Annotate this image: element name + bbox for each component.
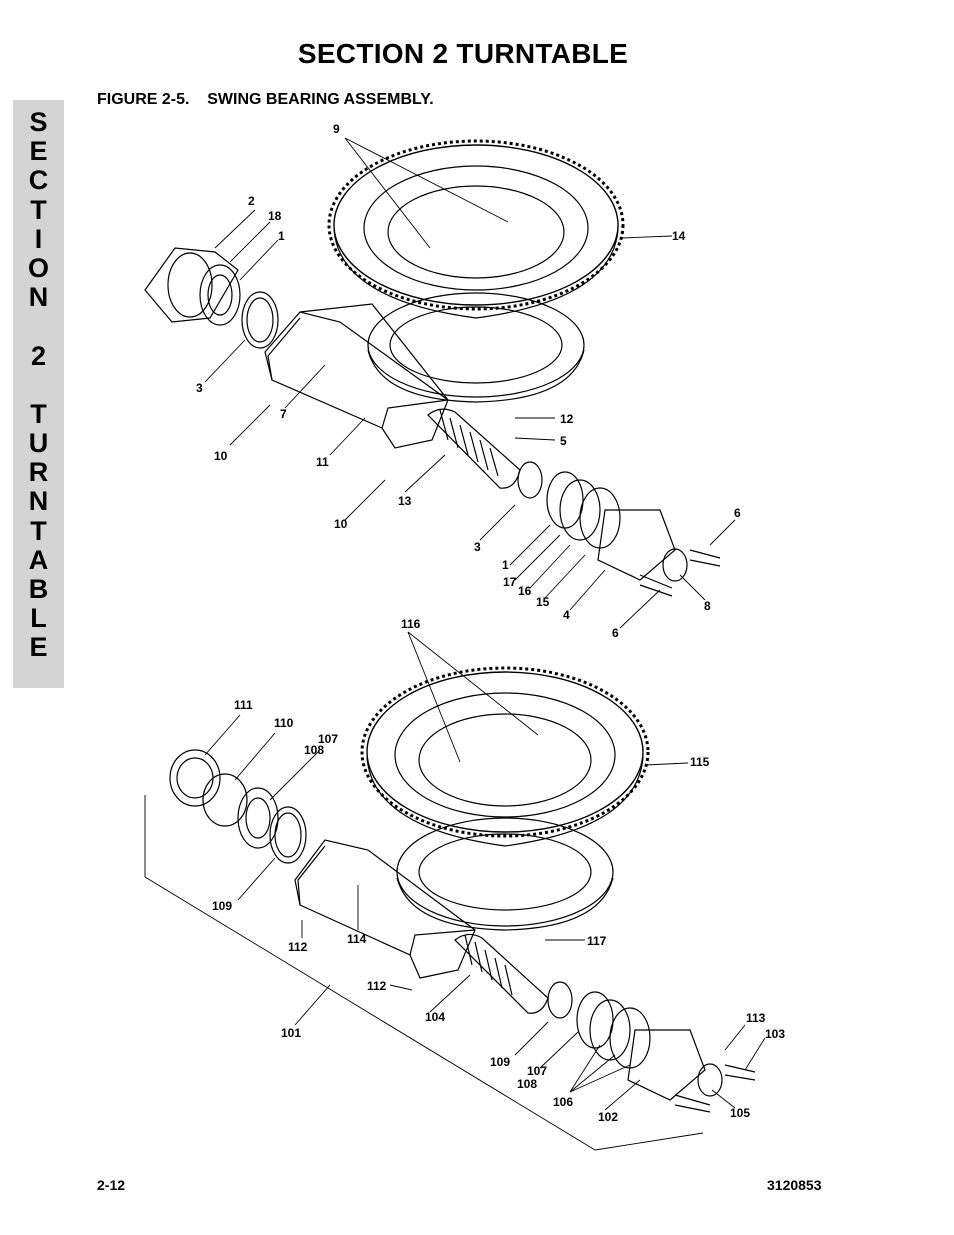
side-tab-letter: U <box>28 428 49 459</box>
side-tab-letter: T <box>30 398 47 429</box>
side-tab-letter: B <box>28 574 49 604</box>
callout-label: 10 <box>214 449 228 463</box>
callout-label: 109 <box>212 899 232 913</box>
callout-label: 107 <box>318 732 338 746</box>
leader-lines-top <box>204 137 736 629</box>
callout-label: 109 <box>490 1055 510 1069</box>
callout-label: 113 <box>746 1011 766 1025</box>
callout-label: 107 <box>527 1064 547 1078</box>
side-tab-letter: T <box>30 194 47 225</box>
left-bearing-cluster <box>144 247 279 349</box>
callout-label: 108 <box>304 743 324 757</box>
callout-label: 1 <box>502 558 509 572</box>
callout-label: 104 <box>425 1010 445 1024</box>
callout-label: 3 <box>474 540 481 554</box>
side-tab-letter: O <box>27 252 49 283</box>
callout-label: 16 <box>518 584 532 598</box>
callout-label: 13 <box>398 494 412 508</box>
callout-label: 15 <box>536 595 550 609</box>
side-tab-letter: S <box>29 107 48 137</box>
page-number: 2-12 <box>97 1177 126 1193</box>
callout-label: 8 <box>704 599 711 613</box>
callout-label: 9 <box>333 122 340 136</box>
callout-label: 17 <box>503 575 517 589</box>
side-tab-letter: L <box>30 603 47 634</box>
callout-label: 116 <box>401 617 421 631</box>
callout-label: 18 <box>268 209 282 223</box>
callout-label: 11 <box>316 455 329 469</box>
right-bearing-cluster-bottom <box>576 991 756 1113</box>
callout-label: 4 <box>563 608 570 622</box>
side-tab-letter: N <box>28 282 49 313</box>
callout-label: 106 <box>553 1095 573 1109</box>
gear-ring-14 <box>327 139 625 319</box>
page-title: SECTION 2 TURNTABLE <box>297 38 629 69</box>
callout-label: 112 <box>288 940 308 954</box>
worm-shaft-13 <box>427 408 543 499</box>
side-tab-letter: R <box>28 457 49 488</box>
callout-label: 12 <box>560 412 574 426</box>
callout-label: 114 <box>347 932 367 946</box>
side-tab-letter: I <box>34 223 43 254</box>
gear-ring-115 <box>360 666 650 847</box>
callout-label: 2 <box>248 194 255 208</box>
figure-title: FIGURE 2-5. SWING BEARING ASSEMBLY. <box>97 91 434 108</box>
document-number: 3120853 <box>767 1177 822 1193</box>
callout-label: 14 <box>672 229 686 243</box>
callout-label: 1 <box>278 229 285 243</box>
side-tab-letter: E <box>29 632 48 663</box>
callout-label: 111 <box>234 698 253 712</box>
callout-label: 10 <box>334 517 348 531</box>
callout-label: 102 <box>598 1110 618 1124</box>
left-bearing-cluster-bottom <box>169 749 307 864</box>
side-tab-letter: C <box>28 165 49 196</box>
callout-label: 108 <box>517 1077 537 1091</box>
callout-label: 5 <box>560 434 567 448</box>
side-tab-letter: N <box>28 486 49 517</box>
callout-label: 3 <box>196 381 203 395</box>
callout-label: 117 <box>587 934 607 948</box>
callout-label: 112 <box>367 979 387 993</box>
side-tab-letter: T <box>30 515 47 546</box>
callout-label: 6 <box>734 506 741 520</box>
callout-label: 110 <box>274 716 294 730</box>
side-tab-letter: 2 <box>30 340 47 371</box>
right-bearing-cluster <box>546 471 721 597</box>
leader-lines-bottom <box>204 631 766 1111</box>
worm-housing-101 <box>294 839 476 979</box>
bearing-ring-top <box>367 292 585 403</box>
side-tab-letter: E <box>29 136 48 167</box>
side-tab-letter: A <box>28 544 49 575</box>
assembly-frame-lines <box>144 795 704 1151</box>
callout-label: 6 <box>612 626 619 640</box>
callout-label: 115 <box>690 755 710 769</box>
callout-label: 101 <box>281 1026 301 1040</box>
worm-shaft-104 <box>454 933 573 1019</box>
worm-housing-11 <box>264 303 449 449</box>
callout-label: 103 <box>765 1027 785 1041</box>
callout-label: 7 <box>280 407 287 421</box>
callout-label: 105 <box>730 1106 750 1120</box>
